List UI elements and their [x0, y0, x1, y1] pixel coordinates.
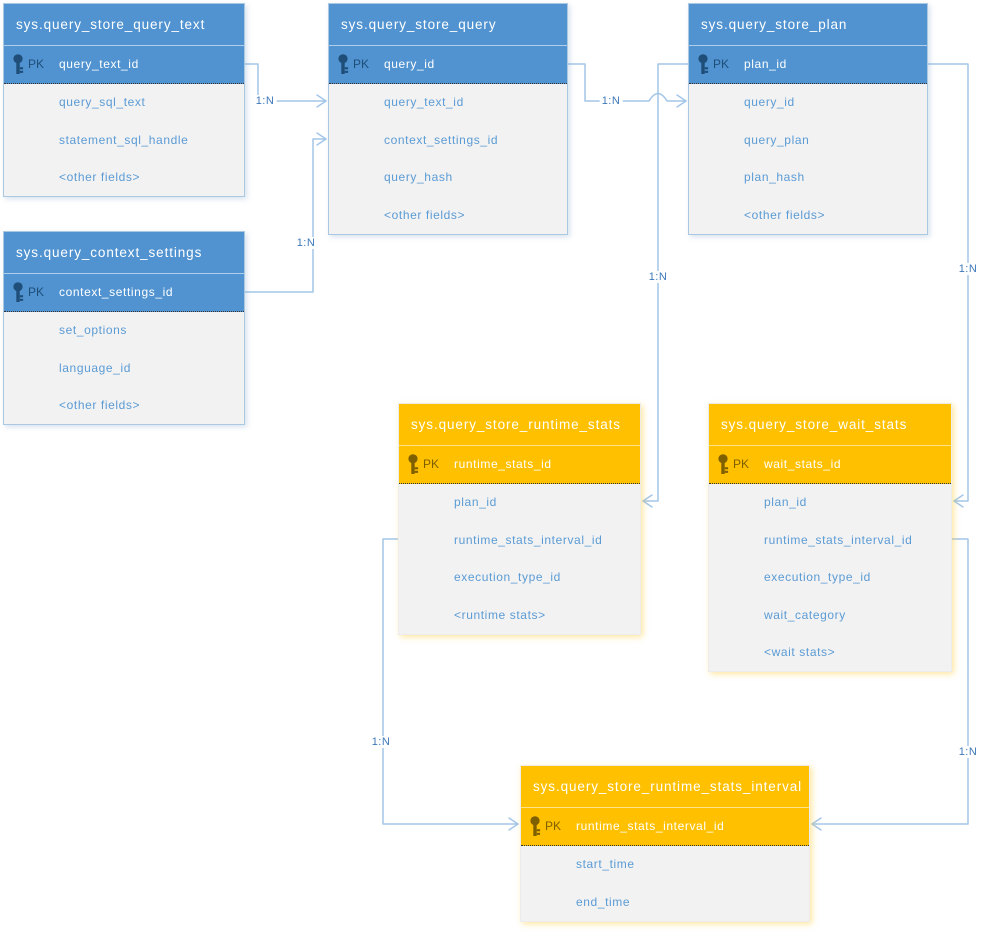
field-row: <runtime stats>: [399, 596, 640, 634]
entity-query-store-runtime-stats[interactable]: sys.query_store_runtime_stats PK runtime…: [398, 403, 641, 635]
entity-query-store-query-text[interactable]: sys.query_store_query_text PK query_text…: [3, 3, 245, 197]
pk-label: PK: [28, 285, 45, 300]
field-row: <other fields>: [329, 196, 567, 234]
pk-label: PK: [733, 457, 750, 472]
connector-label: 1:N: [369, 736, 393, 748]
field-row: <other fields>: [689, 196, 927, 234]
entity-query-store-runtime-stats-interval[interactable]: sys.query_store_runtime_stats_interval P…: [520, 765, 810, 922]
field-row: plan_hash: [689, 158, 927, 196]
pk-label: PK: [28, 57, 45, 72]
key-icon: [12, 281, 26, 303]
entity-query-store-wait-stats[interactable]: sys.query_store_wait_stats PK wait_stats…: [708, 403, 952, 672]
arrowhead-icon: [676, 94, 687, 108]
field-row: plan_id: [399, 483, 640, 521]
arrowhead-icon: [316, 94, 327, 108]
pk-row: PK query_text_id: [4, 46, 244, 84]
connector-label: 1:N: [646, 271, 670, 283]
pk-label: PK: [353, 57, 370, 72]
connector-plan-to-runtimestats: [642, 63, 689, 508]
connector-waitstats-to-interval: [811, 538, 969, 831]
arrowhead-icon: [316, 132, 327, 146]
connector-query-to-plan: [567, 63, 687, 108]
key-icon: [529, 815, 543, 837]
key-icon: [697, 53, 711, 75]
field-row: start_time: [521, 845, 809, 883]
field-row: query_text_id: [329, 83, 567, 121]
field-row: wait_category: [709, 596, 951, 634]
pk-row: PK query_id: [329, 46, 567, 84]
field-row: context_settings_id: [329, 121, 567, 159]
key-icon: [12, 53, 26, 75]
pk-row: PK plan_id: [689, 46, 927, 84]
pk-row: PK runtime_stats_interval_id: [521, 808, 809, 846]
connector-label: 1:N: [294, 237, 318, 249]
connector-label: 1:N: [253, 95, 277, 107]
field-row: plan_id: [709, 483, 951, 521]
connector-label: 1:N: [956, 746, 980, 758]
entity-title: sys.query_store_wait_stats: [709, 404, 951, 446]
field-row: <wait stats>: [709, 633, 951, 671]
field-row: end_time: [521, 883, 809, 921]
pk-field-name: query_text_id: [59, 57, 139, 72]
field-row: statement_sql_handle: [4, 121, 244, 159]
pk-field-name: query_id: [384, 57, 435, 72]
field-row: <other fields>: [4, 158, 244, 196]
field-row: set_options: [4, 311, 244, 349]
entity-title: sys.query_store_runtime_stats_interval: [521, 766, 809, 808]
pk-field-name: runtime_stats_id: [454, 457, 552, 472]
key-icon: [717, 453, 731, 475]
pk-row: PK context_settings_id: [4, 274, 244, 312]
pk-label: PK: [713, 57, 730, 72]
pk-field-name: plan_id: [744, 57, 787, 72]
pk-row: PK wait_stats_id: [709, 446, 951, 484]
key-icon: [407, 453, 421, 475]
pk-field-name: runtime_stats_interval_id: [576, 819, 725, 834]
entity-title: sys.query_store_query_text: [4, 4, 244, 46]
pk-label: PK: [423, 457, 440, 472]
entity-query-context-settings[interactable]: sys.query_context_settings PK context_se…: [3, 231, 245, 425]
pk-field-name: context_settings_id: [59, 285, 174, 300]
field-row: runtime_stats_interval_id: [709, 521, 951, 559]
arrowhead-icon: [642, 494, 653, 508]
field-row: execution_type_id: [709, 558, 951, 596]
arrowhead-icon: [811, 817, 822, 831]
connector-label: 1:N: [599, 95, 623, 107]
arrowhead-icon: [953, 494, 964, 508]
entity-title: sys.query_store_runtime_stats: [399, 404, 640, 446]
pk-row: PK runtime_stats_id: [399, 446, 640, 484]
field-row: language_id: [4, 349, 244, 387]
pk-field-name: wait_stats_id: [764, 457, 842, 472]
connector-plan-to-waitstats: [927, 63, 969, 508]
entity-query-store-query[interactable]: sys.query_store_query PK query_id query_…: [328, 3, 568, 235]
arrowhead-icon: [508, 817, 519, 831]
field-row: query_sql_text: [4, 83, 244, 121]
entity-title: sys.query_context_settings: [4, 232, 244, 274]
entity-title: sys.query_store_plan: [689, 4, 927, 46]
field-row: execution_type_id: [399, 558, 640, 596]
connector-querytext-to-query: [244, 63, 327, 108]
connector-runtimestats-to-interval: [382, 538, 519, 831]
entity-title: sys.query_store_query: [329, 4, 567, 46]
pk-label: PK: [545, 819, 562, 834]
field-row: query_hash: [329, 158, 567, 196]
connector-contextsettings-to-query: [244, 132, 327, 293]
connector-label: 1:N: [956, 263, 980, 275]
field-row: query_plan: [689, 121, 927, 159]
field-row: <other fields>: [4, 386, 244, 424]
field-row: query_id: [689, 83, 927, 121]
field-row: runtime_stats_interval_id: [399, 521, 640, 559]
entity-query-store-plan[interactable]: sys.query_store_plan PK plan_id query_id…: [688, 3, 928, 235]
key-icon: [337, 53, 351, 75]
